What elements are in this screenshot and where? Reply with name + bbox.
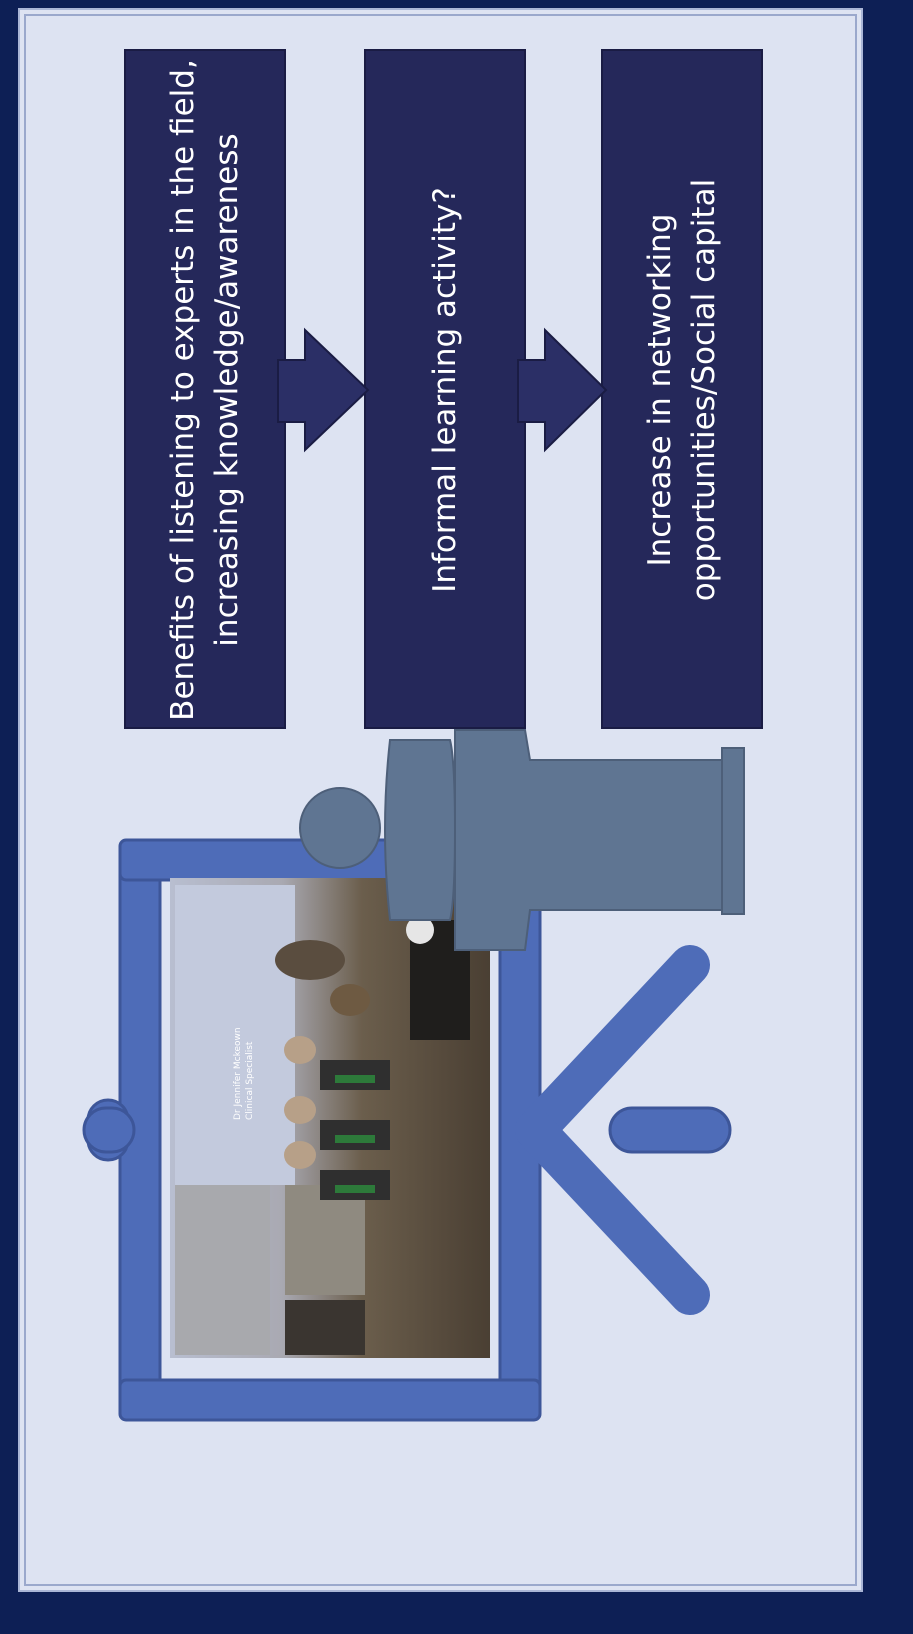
flow-box-1-text: Benefits of listening to experts in the … <box>161 51 249 729</box>
flow-box-2-line1: Informal learning activity? <box>423 51 467 729</box>
flow-box-3-line1: Increase in networking <box>638 51 682 729</box>
svg-text:Dr Jennifer Mckeown: Dr Jennifer Mckeown <box>233 1027 243 1120</box>
arrow-right-icon <box>278 330 368 450</box>
conference-photo: Dr Jennifer Mckeown Clinical Specialist <box>170 878 490 1358</box>
arrow-right-icon <box>518 330 606 450</box>
flow-box-1-line2: increasing knowledge/awareness <box>205 51 249 729</box>
flow-box-3-line2: opportunities/Social capital <box>682 51 726 729</box>
flow-box-2-text: Informal learning activity? <box>423 51 467 729</box>
svg-text:Clinical Specialist: Clinical Specialist <box>245 1041 255 1120</box>
flow-box-3-text: Increase in networking opportunities/Soc… <box>638 51 726 729</box>
flow-box-1-line1: Benefits of listening to experts in the … <box>161 51 205 729</box>
